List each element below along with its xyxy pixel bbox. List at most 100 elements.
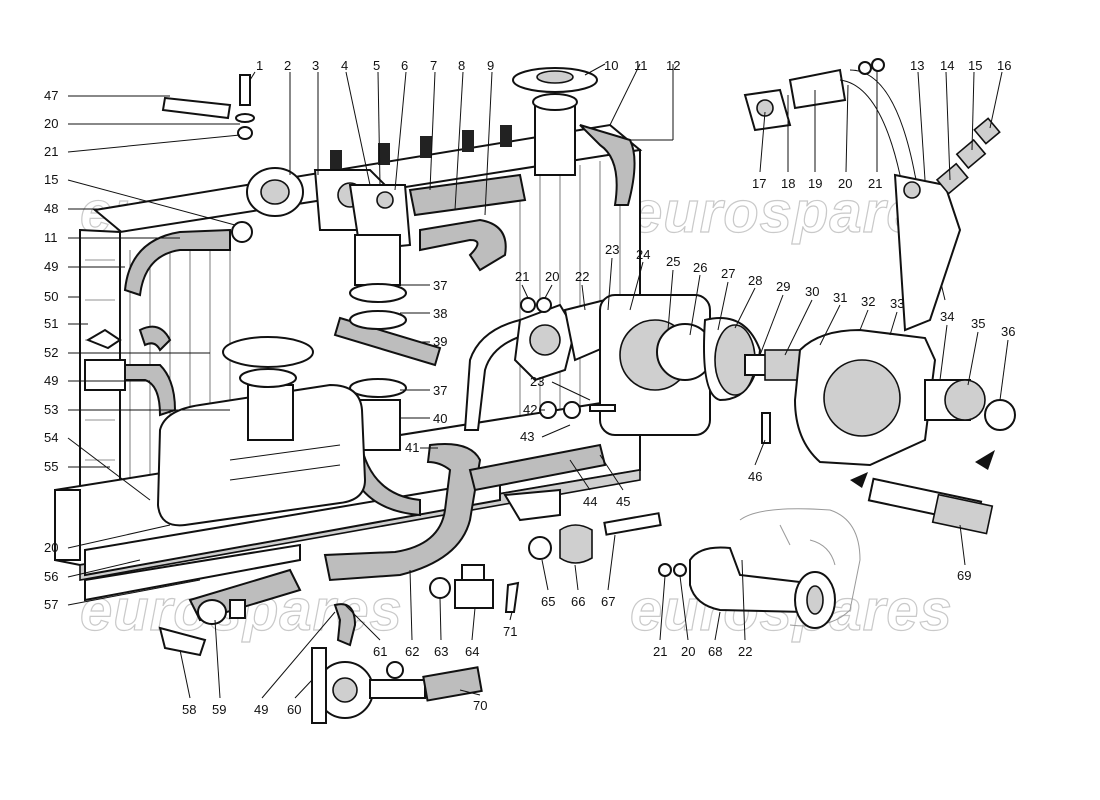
stud-23 xyxy=(589,404,616,412)
callout-22-pump: 22 xyxy=(575,269,589,284)
callout-34: 34 xyxy=(940,309,954,324)
callout-41: 41 xyxy=(405,440,419,455)
callout-12: 12 xyxy=(666,58,680,73)
leader-lines xyxy=(67,63,1009,699)
callout-32: 32 xyxy=(861,294,875,309)
callout-66: 66 xyxy=(571,594,585,609)
callout-42: 42 xyxy=(523,402,537,417)
overflow-pipe xyxy=(579,124,636,206)
sealing-washer xyxy=(429,577,451,599)
callout-11-top: 11 xyxy=(634,58,648,73)
washer-43 xyxy=(563,401,581,419)
callout-46: 46 xyxy=(748,469,762,484)
callout-4: 4 xyxy=(341,58,348,73)
callout-26: 26 xyxy=(693,260,707,275)
expansion-tank xyxy=(156,336,367,527)
nut-21 xyxy=(520,297,536,313)
callout-23-lower: 23 xyxy=(530,374,544,389)
callout-48: 48 xyxy=(44,201,58,216)
outlet-elbow-pipe xyxy=(689,546,836,629)
callout-49-lower: 49 xyxy=(254,702,268,717)
callout-1: 1 xyxy=(256,58,263,73)
callout-49-middle: 49 xyxy=(44,373,58,388)
callout-57: 57 xyxy=(44,597,58,612)
callout-13: 13 xyxy=(910,58,924,73)
callout-47: 47 xyxy=(44,88,58,103)
callout-62: 62 xyxy=(405,644,419,659)
washer-20-left xyxy=(235,113,255,123)
callout-44: 44 xyxy=(583,494,597,509)
callout-63: 63 xyxy=(434,644,448,659)
callout-27: 27 xyxy=(721,266,735,281)
callout-28: 28 xyxy=(748,273,762,288)
callout-69: 69 xyxy=(957,568,971,583)
callout-71: 71 xyxy=(503,624,517,639)
callout-11-left: 11 xyxy=(44,230,58,245)
washer-20 xyxy=(536,297,552,313)
callout-15-left: 15 xyxy=(44,172,58,187)
callout-25: 25 xyxy=(666,254,680,269)
callout-40: 40 xyxy=(433,411,447,426)
water-pump xyxy=(513,294,801,436)
callout-38: 38 xyxy=(433,306,447,321)
callout-39: 39 xyxy=(433,334,447,349)
callout-35: 35 xyxy=(971,316,985,331)
callout-8: 8 xyxy=(458,58,465,73)
callout-65: 65 xyxy=(541,594,555,609)
callout-9: 9 xyxy=(487,58,494,73)
callout-37-upper: 37 xyxy=(433,278,447,293)
callout-18: 18 xyxy=(781,176,795,191)
callout-5: 5 xyxy=(373,58,380,73)
callout-52: 52 xyxy=(44,345,58,360)
lower-radiator-hose xyxy=(323,443,482,582)
callout-67: 67 xyxy=(601,594,615,609)
callout-51: 51 xyxy=(44,316,58,331)
nut-65 xyxy=(528,536,552,560)
screw-46 xyxy=(761,412,771,444)
callout-3: 3 xyxy=(312,58,319,73)
callout-24: 24 xyxy=(636,247,650,262)
callout-60: 60 xyxy=(287,702,301,717)
callout-30: 30 xyxy=(805,284,819,299)
drain-tap-upper xyxy=(84,325,177,417)
callout-10: 10 xyxy=(604,58,618,73)
radiator-filler-neck xyxy=(512,67,598,176)
callout-54: 54 xyxy=(44,430,58,445)
callout-61: 61 xyxy=(373,644,387,659)
callout-19: 19 xyxy=(808,176,822,191)
callout-15-right: 15 xyxy=(968,58,982,73)
temperature-sender xyxy=(935,117,1001,195)
callout-17: 17 xyxy=(752,176,766,191)
callout-55: 55 xyxy=(44,459,58,474)
callout-14: 14 xyxy=(940,58,954,73)
upper-bypass-hose xyxy=(408,173,527,217)
bleed-screw xyxy=(504,581,520,613)
heater-hose xyxy=(422,666,483,702)
bolt-67 xyxy=(603,512,662,536)
callout-21-right: 21 xyxy=(868,176,882,191)
callout-36: 36 xyxy=(1001,324,1015,339)
pump-body xyxy=(793,328,1016,467)
thermostat-outlet-pipe xyxy=(354,234,401,286)
callout-23-upper: 23 xyxy=(605,242,619,257)
rubber-bush-66 xyxy=(559,524,593,564)
nut-20-top xyxy=(858,61,872,75)
heater-valve xyxy=(311,603,426,724)
left-return-hose xyxy=(123,228,231,297)
callout-22-lower: 22 xyxy=(738,644,752,659)
nut-21-lower xyxy=(658,563,672,577)
callout-21-lower: 21 xyxy=(653,644,667,659)
callout-20-lower: 20 xyxy=(681,644,695,659)
arrow-left xyxy=(850,472,868,488)
union-fitting xyxy=(454,564,494,609)
callout-37-lower: 37 xyxy=(433,383,447,398)
drain-cock xyxy=(158,599,246,657)
callout-64: 64 xyxy=(465,644,479,659)
callout-68: 68 xyxy=(708,644,722,659)
callout-20-lower-left: 20 xyxy=(44,540,58,555)
callout-6: 6 xyxy=(401,58,408,73)
callout-59: 59 xyxy=(212,702,226,717)
arrow-right xyxy=(975,450,995,470)
callout-21-left: 21 xyxy=(44,144,58,159)
